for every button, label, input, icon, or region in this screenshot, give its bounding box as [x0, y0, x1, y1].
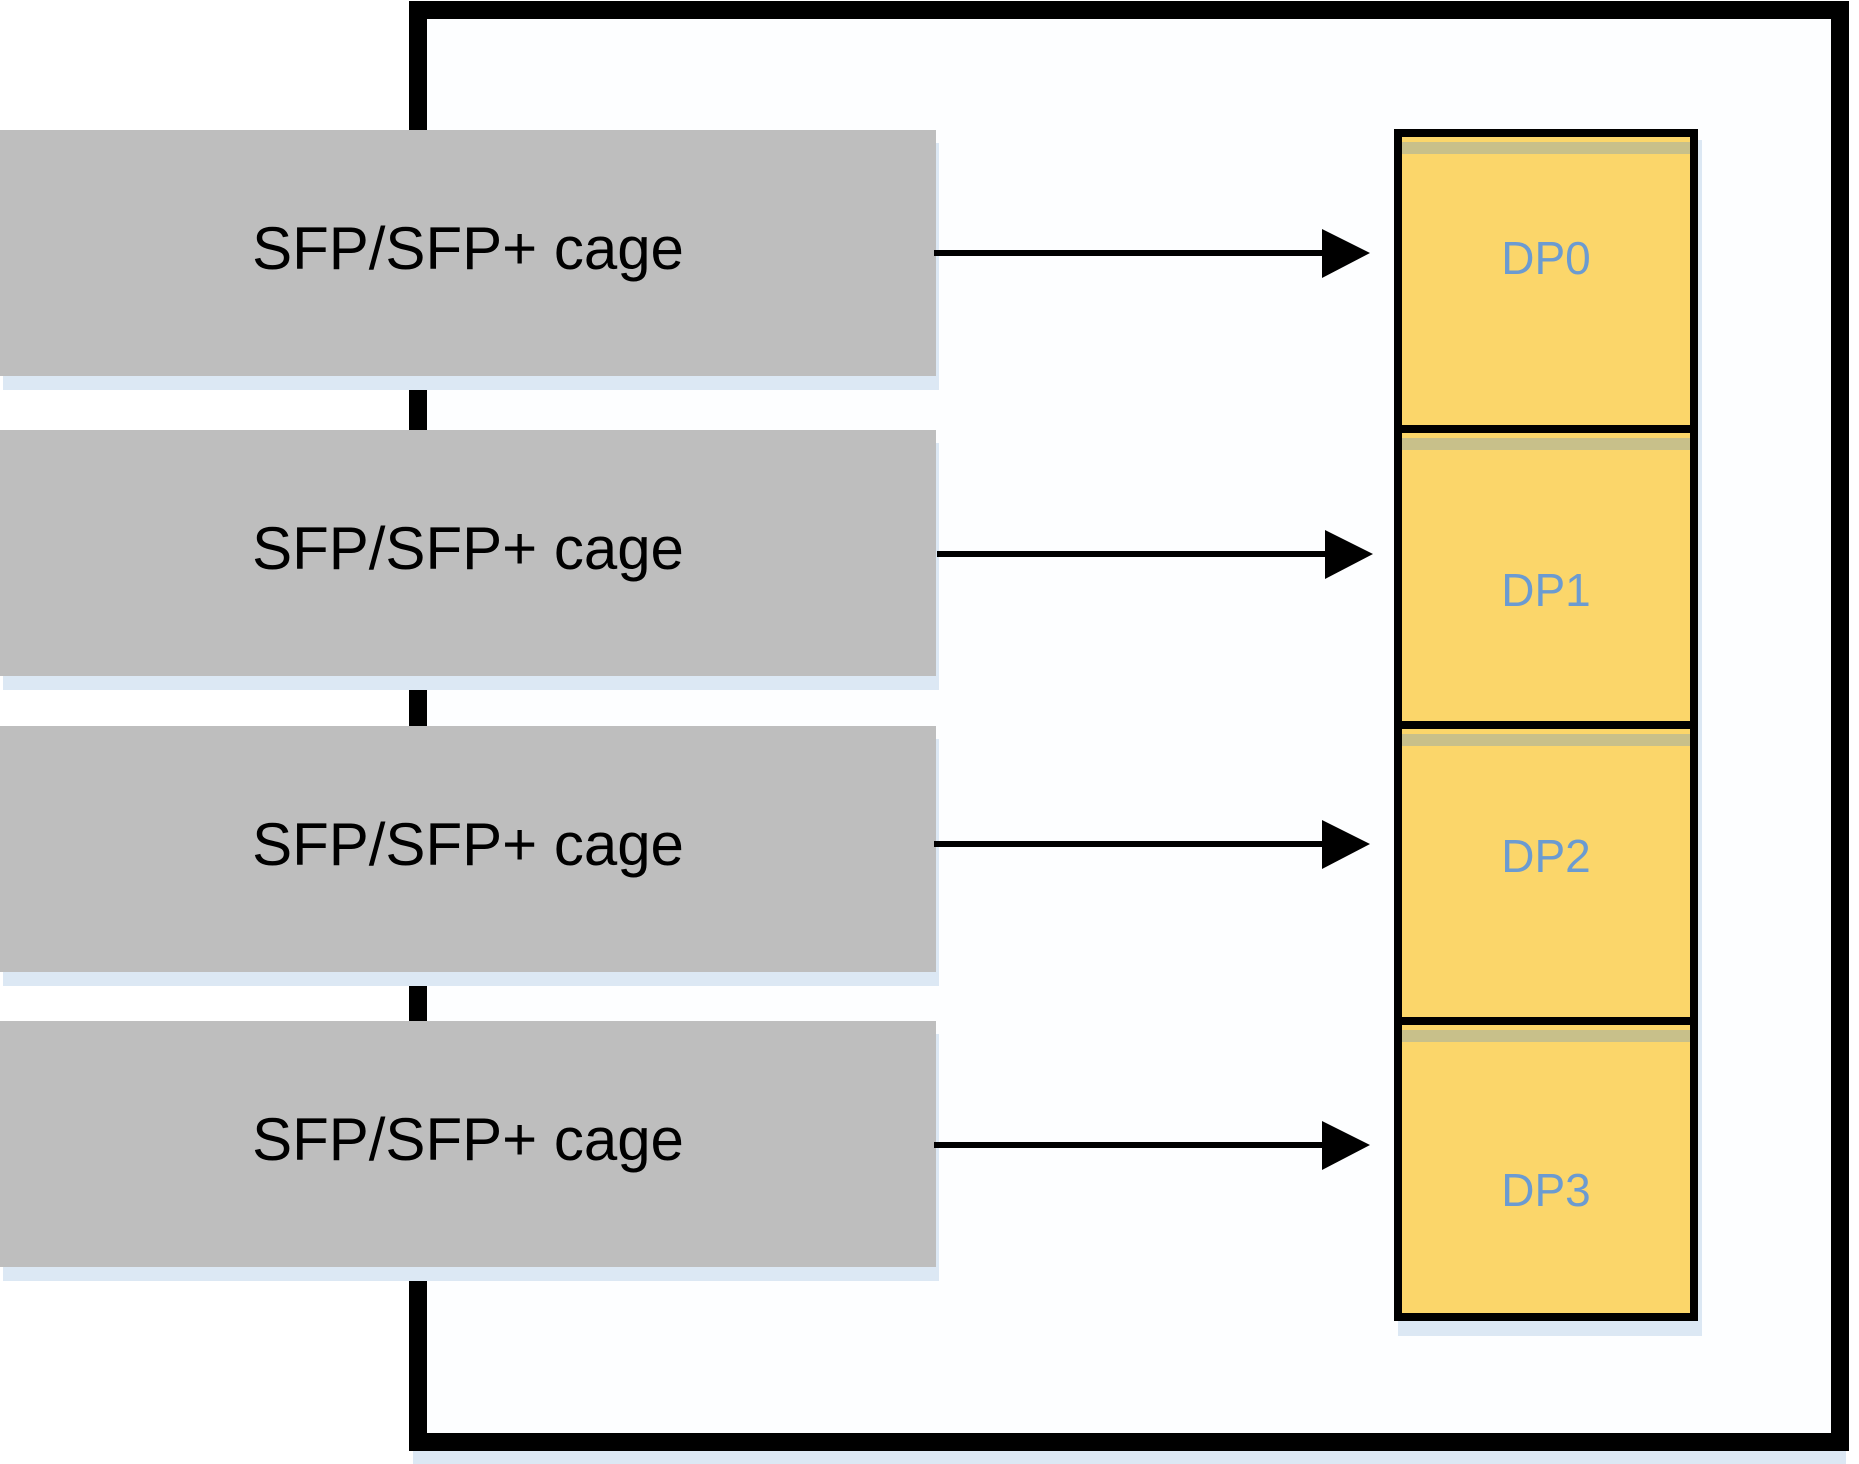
port-top-strip — [1402, 142, 1690, 154]
arrow-cage0-to-dp0 — [934, 229, 1370, 278]
arrow-head — [1325, 530, 1373, 579]
cage-label: SFP/SFP+ cage — [252, 811, 684, 878]
cage-body — [0, 130, 936, 376]
cage-label: SFP/SFP+ cage — [252, 1106, 684, 1173]
arrow-cage1-to-dp1 — [937, 530, 1373, 579]
port-label: DP0 — [1501, 232, 1590, 284]
data-port-2: DP2 — [1394, 721, 1698, 1025]
sfp-cage-1: SFP/SFP+ cage — [0, 430, 939, 690]
data-port-0: DP0 — [1394, 129, 1698, 433]
arrow-cage3-to-dp3 — [934, 1121, 1370, 1170]
arrow-head — [1322, 1121, 1370, 1170]
cage-label: SFP/SFP+ cage — [252, 215, 684, 282]
arrow-head — [1322, 820, 1370, 869]
port-top-strip — [1402, 734, 1690, 746]
port-body — [1394, 721, 1698, 1025]
sfp-cage-3: SFP/SFP+ cage — [0, 1021, 939, 1281]
port-body — [1394, 1017, 1698, 1321]
sfp-cage-0: SFP/SFP+ cage — [0, 130, 939, 390]
cage-body — [0, 726, 936, 972]
port-body — [1394, 425, 1698, 729]
cage-group: SFP/SFP+ cage SFP/SFP+ cage SFP/SFP+ cag… — [0, 130, 939, 1281]
arrow-cage2-to-dp2 — [934, 820, 1370, 869]
arrow-group — [934, 229, 1373, 1170]
port-label: DP3 — [1501, 1164, 1590, 1216]
port-top-strip — [1402, 1030, 1690, 1042]
cage-body — [0, 430, 936, 676]
port-top-strip — [1402, 438, 1690, 450]
data-port-1: DP1 — [1394, 425, 1698, 729]
data-port-3: DP3 — [1394, 1017, 1698, 1321]
sfp-cage-2: SFP/SFP+ cage — [0, 726, 939, 986]
cage-body — [0, 1021, 936, 1267]
arrow-head — [1322, 229, 1370, 278]
port-label: DP1 — [1501, 564, 1590, 616]
port-group: DP0 DP1 DP2 DP3 — [1394, 129, 1698, 1321]
port-label: DP2 — [1501, 830, 1590, 882]
cage-label: SFP/SFP+ cage — [252, 515, 684, 582]
